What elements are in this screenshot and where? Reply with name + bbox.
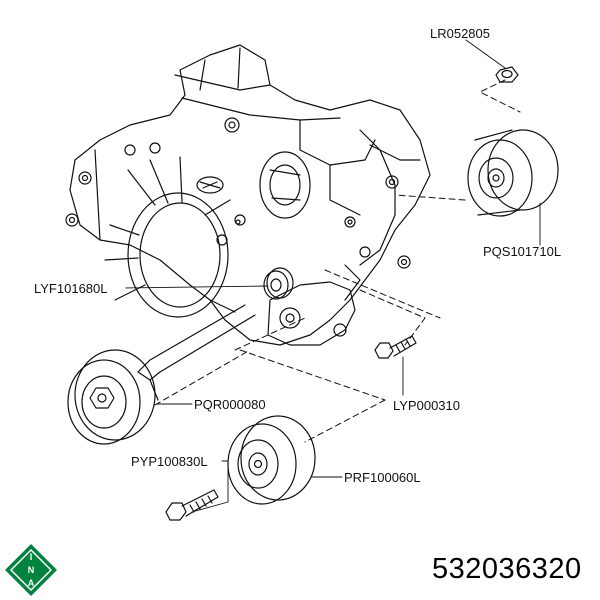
bolt-lyp-part xyxy=(374,335,417,359)
engine-front-cover xyxy=(65,44,431,346)
tensioner-assembly xyxy=(67,304,256,445)
callout-pqr000080: PQR000080 xyxy=(194,397,266,412)
callout-lyp000310: LYP000310 xyxy=(393,398,460,413)
svg-text:A: A xyxy=(28,578,35,588)
idler-pulley-upper xyxy=(467,129,559,217)
nut-part xyxy=(495,66,519,83)
svg-text:I: I xyxy=(30,552,33,562)
ina-logo: I N A xyxy=(5,544,57,596)
bolt-pyp-part xyxy=(165,489,219,521)
callout-leaders xyxy=(125,39,541,513)
part-number: 532036320 xyxy=(432,553,582,585)
callout-prf100060l: PRF100060L xyxy=(344,470,421,485)
washer-part xyxy=(263,267,294,300)
callout-pqs101710l: PQS101710L xyxy=(483,244,562,259)
callout-pyp100830l: PYP100830L xyxy=(131,454,208,469)
idler-pulley-lower xyxy=(227,415,316,505)
callout-lyf101680l: LYF101680L xyxy=(34,281,108,296)
callout-lr052805: LR052805 xyxy=(430,26,490,41)
exploded-guide-lines xyxy=(154,79,521,443)
svg-text:N: N xyxy=(28,565,35,575)
